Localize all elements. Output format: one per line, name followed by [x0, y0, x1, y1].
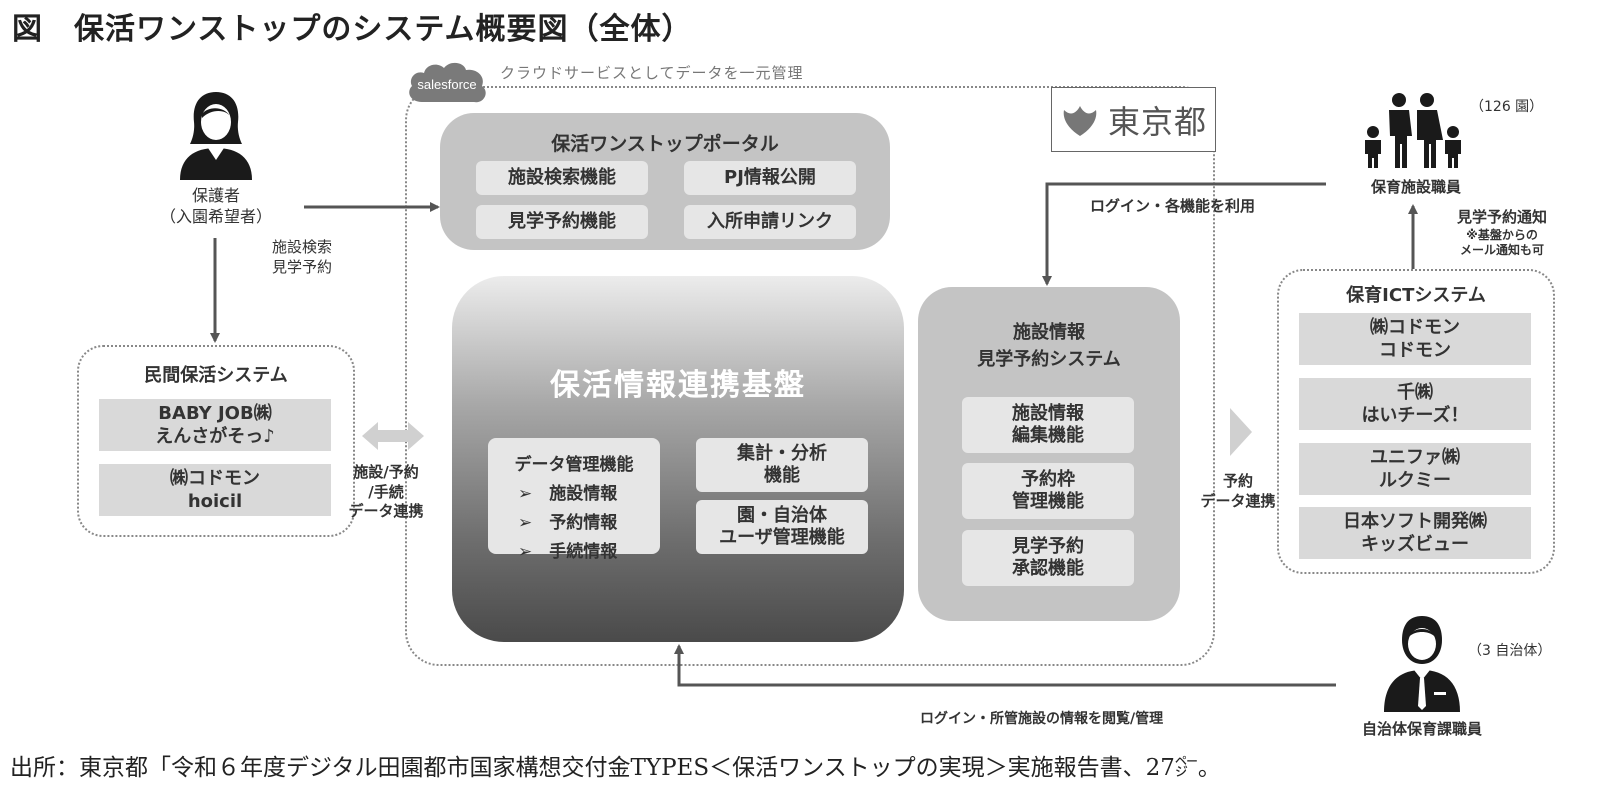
ict-item-line1: ㈱コドモン [1370, 316, 1460, 338]
link-label-line3: データ連携 [348, 502, 424, 520]
data-management-title: データ管理機能 [514, 455, 634, 475]
ict-facility-link-arrow [1230, 408, 1252, 456]
municipal-login-label: ログイン・所管施設の情報を閲覧/管理 [920, 711, 1164, 727]
reserve-link-label: 予約 データ連携 [1188, 472, 1288, 511]
portal-item-application-link: 入所申請リンク [684, 205, 856, 239]
facility-reservation-system: 施設情報 見学予約システム 施設情報 編集機能 予約枠 管理機能 見学予約 承認… [918, 287, 1180, 621]
facility-item-line1: 予約枠 [1021, 469, 1075, 491]
portal-box: 保活ワンストップポータル 施設検索機能 PJ情報公開 見学予約機能 入所申請リン… [440, 113, 890, 250]
core-platform: 保活情報連携基盤 データ管理機能 ➢ 施設情報 ➢ 予約情報 ➢ 手続情報 集計… [452, 276, 904, 642]
facility-edit-box: 施設情報 編集機能 [962, 397, 1134, 453]
facility-item-line2: 承認機能 [1012, 558, 1084, 579]
ict-system-item: ㈱コドモン コドモン [1299, 313, 1531, 365]
tokyo-logo-text: 東京都 [1107, 102, 1207, 141]
notify-line1: 見学予約通知 [1456, 208, 1547, 226]
municipal-login-arrow [674, 644, 1336, 687]
data-management-item: 施設情報 [549, 484, 618, 504]
facility-system-title: 施設情報 見学予約システム [918, 319, 1180, 373]
aggregate-line2: 機能 [764, 465, 800, 486]
notify-line3: メール通知も可 [1459, 243, 1544, 258]
visit-approval-box: 見学予約 承認機能 [962, 530, 1134, 586]
salesforce-caption: クラウドサービスとしてデータを一元管理 [500, 64, 804, 82]
private-system-box: 民間保活システム BABY JOB㈱ えんさがそっ♪ ㈱コドモン hoicil [77, 345, 355, 537]
ict-system-title: 保育ICTシステム [1346, 285, 1486, 306]
facility-item-line1: 見学予約 [1012, 536, 1084, 558]
link-label-line1: 施設/予約 [353, 463, 419, 481]
guardian-person-icon [180, 92, 252, 180]
bullet-arrow-icon: ➢ [518, 484, 550, 504]
family-staff-icon [1365, 93, 1461, 168]
bullet-arrow-icon: ➢ [518, 513, 550, 533]
reserve-link-line1: 予約 [1222, 472, 1253, 490]
private-item-line2: えんさがそっ♪ [155, 426, 275, 447]
slot-management-box: 予約枠 管理機能 [962, 463, 1134, 519]
ict-item-line1: ユニファ㈱ [1370, 446, 1460, 468]
facility-item-line2: 編集機能 [1012, 425, 1084, 446]
guardian-label: 保護者 （入園希望者） [136, 186, 296, 228]
user-mgmt-line2: ユーザ管理機能 [719, 527, 845, 548]
ict-item-line2: コドモン [1379, 340, 1451, 361]
private-item-line1: ㈱コドモン [170, 467, 260, 489]
ict-item-line1: 日本ソフト開発㈱ [1343, 510, 1487, 532]
tokyo-logo: 東京都 [1051, 87, 1216, 152]
staff-login-arrow [1042, 182, 1326, 286]
private-item-line1: BABY JOB㈱ [158, 402, 272, 424]
ict-item-line1: 千㈱ [1397, 381, 1433, 403]
ict-system-item: 千㈱ はいチーズ！ [1299, 378, 1531, 430]
facility-title-line2: 見学予約システム [977, 349, 1121, 370]
ict-system-item: 日本ソフト開発㈱ キッズビュー [1299, 507, 1531, 559]
private-system-title: 民間保活システム [144, 365, 288, 386]
notify-line2: ※基盤からの [1466, 227, 1538, 242]
facility-item-line1: 施設情報 [1012, 403, 1084, 425]
aggregate-line1: 集計・分析 [737, 443, 827, 465]
portal-item-pj-info: PJ情報公開 [684, 161, 856, 195]
municipal-label: 自治体保育課職員 [1361, 720, 1482, 738]
portal-item-facility-search: 施設検索機能 [476, 161, 648, 195]
bullet-arrow-icon: ➢ [518, 542, 550, 562]
ict-system-box: 保育ICTシステム ㈱コドモン コドモン 千㈱ はいチーズ！ ユニファ㈱ ルクミ… [1277, 269, 1555, 574]
reserve-link-line2: データ連携 [1200, 491, 1276, 510]
portal-item-visit-reservation: 見学予約機能 [476, 205, 648, 239]
ict-system-item: ユニファ㈱ ルクミー [1299, 443, 1531, 495]
private-item-line2: hoicil [187, 491, 243, 512]
aggregate-analysis-box: 集計・分析 機能 [696, 438, 868, 492]
notification-label: 見学予約通知 ※基盤からの メール通知も可 [1448, 208, 1556, 259]
data-management-item: 予約情報 [549, 513, 618, 533]
portal-title: 保活ワンストップポータル [551, 133, 779, 155]
municipal-count: （3 自治体） [1468, 643, 1552, 659]
salesforce-logo: salesforce [409, 62, 486, 103]
login-label: ログイン・各機能を利用 [1090, 197, 1256, 215]
user-management-box: 園・自治体 ユーザ管理機能 [696, 500, 868, 554]
search-reservation-label: 施設検索 見学予約 [262, 238, 342, 277]
facility-title-line1: 施設情報 [1013, 322, 1085, 343]
private-system-item: ㈱コドモン hoicil [99, 464, 331, 516]
facility-item-line2: 管理機能 [1012, 491, 1084, 512]
data-management-box: データ管理機能 ➢ 施設情報 ➢ 予約情報 ➢ 手続情報 [488, 438, 660, 562]
ict-item-line2: キッズビュー [1361, 534, 1469, 555]
guardian-label-line1: 保護者 [191, 186, 240, 205]
salesforce-cloud-icon [409, 62, 486, 103]
guardian-label-line2: （入園希望者） [159, 206, 272, 226]
ict-item-line2: はいチーズ！ [1361, 405, 1469, 426]
salesforce-cloud-boundary [405, 86, 1215, 666]
private-link-label: 施設/予約 /手続 データ連携 [336, 463, 436, 522]
private-system-item: BABY JOB㈱ えんさがそっ♪ [99, 399, 331, 451]
staff-label: 保育施設職員 [1370, 178, 1461, 196]
search-label-line1: 施設検索 [271, 238, 332, 256]
source-citation: 出所：東京都「令和６年度デジタル田園都市国家構想交付金TYPES＜保活ワンストッ… [10, 755, 1221, 781]
salesforce-logo-text: salesforce [417, 77, 476, 92]
private-core-double-arrow [362, 422, 424, 450]
data-management-item: 手続情報 [549, 542, 618, 562]
tokyo-ginkgo-icon [1063, 105, 1097, 136]
staff-count: （126 園） [1470, 99, 1544, 115]
search-label-line2: 見学予約 [271, 257, 332, 276]
figure-title: 図 保活ワンストップのシステム概要図（全体） [12, 12, 693, 47]
user-mgmt-line1: 園・自治体 [737, 505, 827, 527]
ict-item-line2: ルクミー [1379, 470, 1451, 491]
core-title: 保活情報連携基盤 [550, 368, 806, 403]
municipal-staff-icon [1384, 616, 1460, 712]
link-label-line2: /手続 [368, 482, 404, 501]
